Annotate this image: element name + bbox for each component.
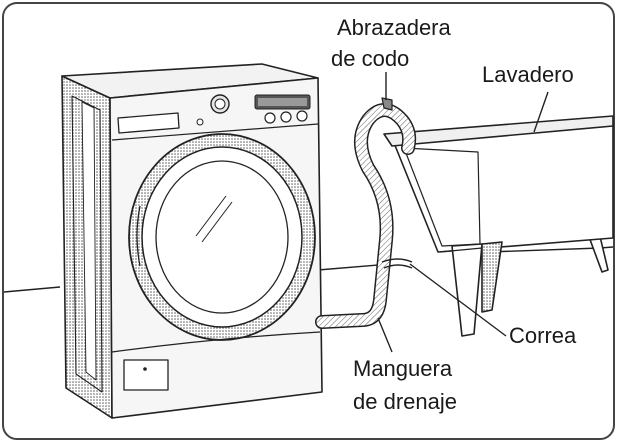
label-elbow-clamp-line2: de codo xyxy=(331,46,409,71)
elbow-clamp xyxy=(381,97,393,111)
label-drain-hose-line1: Manguera xyxy=(353,356,453,381)
tub-leg-front-right xyxy=(481,241,503,313)
label-laundry-tub: Lavadero xyxy=(482,62,574,87)
label-drain-hose-line2: de drenaje xyxy=(353,389,457,414)
detergent-drawer xyxy=(117,112,180,134)
washer-door-glass xyxy=(155,160,289,314)
labels: Abrazadera de codo Lavadero Correa Mangu… xyxy=(331,15,577,414)
tub-rim xyxy=(383,115,614,147)
leader-laundry-tub xyxy=(533,91,549,133)
label-strap: Correa xyxy=(509,323,577,348)
strap xyxy=(381,258,413,269)
leader-strap xyxy=(409,263,507,337)
leader-lines xyxy=(377,72,549,353)
label-elbow-clamp-line1: Abrazadera xyxy=(337,15,452,40)
leader-drain-hose xyxy=(377,317,393,353)
filter-access-panel xyxy=(123,359,169,391)
drain-hose xyxy=(315,97,417,329)
laundry-tub xyxy=(383,115,614,337)
washing-machine xyxy=(61,63,323,419)
